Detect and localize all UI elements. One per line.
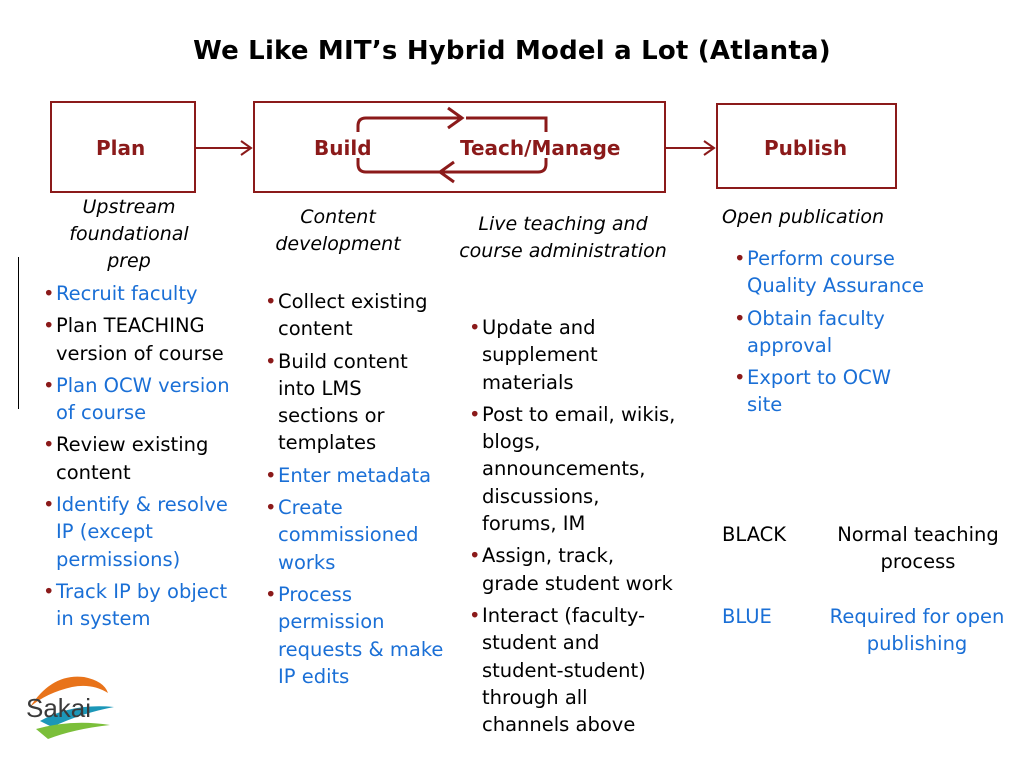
list-item: •Recruit faculty	[43, 282, 198, 305]
teach-manage-label: Teach/Manage	[460, 136, 621, 160]
build-subtitle: Content development	[275, 206, 401, 255]
build-list: •Collect existing content •Build content…	[265, 288, 447, 695]
list-item: •Collect existing content	[265, 290, 428, 341]
list-item: •Update and supplement materials	[469, 316, 598, 394]
legend-black-key: BLACK	[722, 523, 787, 546]
list-item: •Review existing content	[43, 433, 209, 484]
list-item: •Plan OCW version of course	[43, 373, 230, 425]
list-item: •Post to email, wikis, blogs, announceme…	[469, 402, 676, 536]
build-teach-box	[253, 101, 666, 193]
build-label: Build	[314, 136, 372, 160]
publish-list: •Perform course Quality Assurance •Obtai…	[734, 245, 956, 424]
legend-blue-key: BLUE	[722, 605, 772, 628]
teach-subtitle: Live teaching and course administration	[459, 213, 667, 262]
list-item: •Process permission requests & make IP e…	[265, 582, 444, 688]
list-item: •Create commissioned works	[265, 496, 419, 574]
plan-box	[50, 101, 196, 193]
plan-list: •Recruit faculty •Plan TEACHING version …	[43, 280, 240, 638]
list-item: •Identify & resolve IP (except permissio…	[43, 493, 228, 571]
publish-label: Publish	[764, 136, 848, 160]
publish-subtitle: Open publication	[722, 206, 884, 228]
slide-title: We Like MIT’s Hybrid Model a Lot (Atlant…	[193, 36, 831, 66]
list-item: •Export to OCW site	[734, 366, 892, 417]
publish-box	[716, 103, 897, 189]
teach-list: •Update and supplement materials •Post t…	[469, 314, 676, 743]
legend-black-desc: Normal teaching process	[837, 523, 999, 574]
plan-subtitle: Upstream foundational prep	[69, 196, 189, 272]
sakai-logo: Sakai	[26, 676, 114, 739]
list-item: •Assign, track, grade student work	[469, 544, 673, 595]
left-divider	[18, 257, 19, 409]
list-item: •Track IP by object in system	[43, 579, 228, 631]
plan-label: Plan	[96, 136, 146, 160]
list-item: •Build content into LMS sections or temp…	[265, 349, 408, 455]
list-item: •Obtain faculty approval	[734, 306, 885, 357]
list-item: •Perform course Quality Assurance	[734, 247, 924, 298]
list-item: •Interact (faculty-student and student-s…	[469, 603, 646, 737]
list-item: •Plan TEACHING version of course	[43, 314, 224, 365]
list-item: •Enter metadata	[265, 463, 432, 487]
legend-blue-desc: Required for open publishing	[829, 605, 1005, 656]
logo-text: Sakai	[26, 693, 91, 723]
